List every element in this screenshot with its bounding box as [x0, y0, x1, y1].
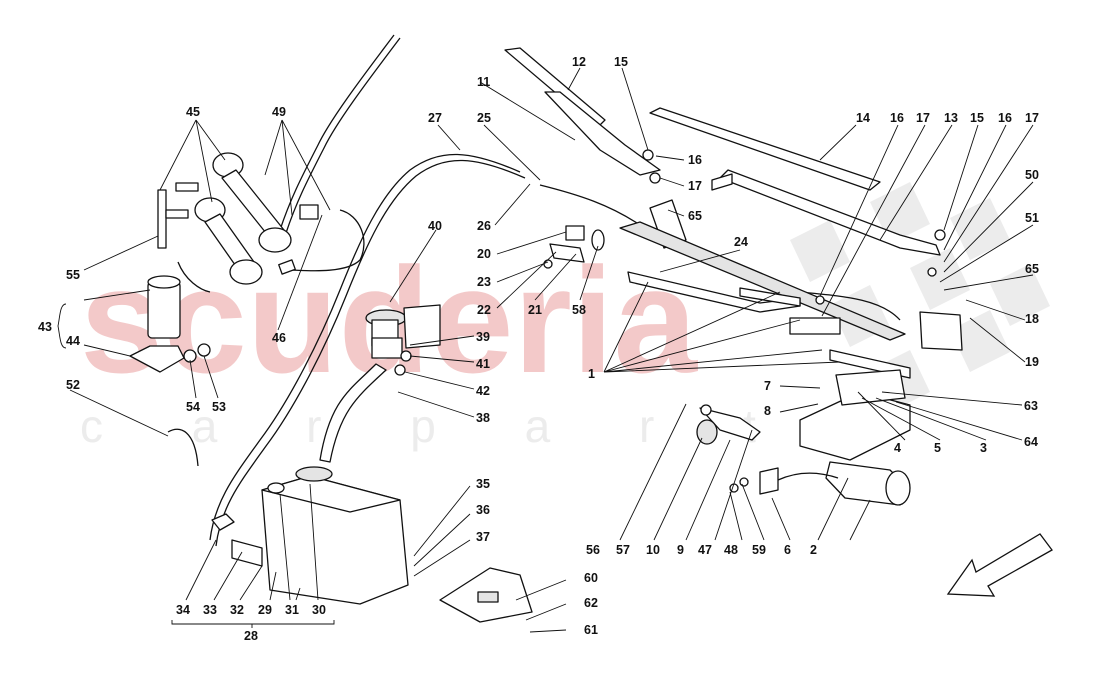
label-55: 55 [66, 268, 80, 282]
label-16c: 16 [998, 111, 1012, 125]
leader-lines [57, 67, 1034, 633]
label-30: 30 [312, 603, 326, 617]
label-15a: 15 [614, 55, 628, 69]
label-22: 22 [477, 303, 491, 317]
filler-neck [319, 304, 441, 463]
label-33: 33 [203, 603, 217, 617]
label-46: 46 [272, 331, 286, 345]
label-1: 1 [588, 367, 595, 381]
label-9: 9 [677, 543, 684, 557]
label-42: 42 [476, 384, 490, 398]
label-41: 41 [476, 357, 490, 371]
label-38: 38 [476, 411, 490, 425]
label-48: 48 [724, 543, 738, 557]
part-number-labels: 45 49 55 43 44 54 53 52 46 27 40 39 41 4… [38, 55, 1039, 643]
label-59: 59 [752, 543, 766, 557]
label-25: 25 [477, 111, 491, 125]
label-65a: 65 [688, 209, 702, 223]
label-13: 13 [944, 111, 958, 125]
washer-filter-group [129, 275, 211, 467]
label-11: 11 [477, 75, 490, 89]
label-47: 47 [698, 543, 712, 557]
label-16a: 16 [688, 153, 702, 167]
label-64: 64 [1024, 435, 1038, 449]
label-7: 7 [764, 379, 771, 393]
label-17c: 17 [1025, 111, 1039, 125]
label-23: 23 [477, 275, 491, 289]
label-28: 28 [244, 629, 258, 643]
label-60: 60 [584, 571, 598, 585]
label-20: 20 [477, 247, 491, 261]
label-17a: 17 [688, 179, 702, 193]
label-53: 53 [212, 400, 226, 414]
label-27: 27 [428, 111, 442, 125]
label-19: 19 [1025, 355, 1039, 369]
label-34: 34 [176, 603, 190, 617]
label-8: 8 [764, 404, 771, 418]
label-26: 26 [477, 219, 491, 233]
label-6: 6 [784, 543, 791, 557]
label-50: 50 [1025, 168, 1039, 182]
label-21: 21 [528, 303, 542, 317]
label-24: 24 [734, 235, 748, 249]
label-4: 4 [894, 441, 901, 455]
label-37: 37 [476, 530, 490, 544]
washer-reservoir [211, 466, 409, 605]
label-62: 62 [584, 596, 598, 610]
label-16b: 16 [890, 111, 904, 125]
label-36: 36 [476, 503, 490, 517]
label-54: 54 [186, 400, 200, 414]
label-57: 57 [616, 543, 630, 557]
washer-pumps-group [157, 152, 319, 285]
label-43: 43 [38, 320, 52, 334]
direction-arrow [946, 533, 1053, 597]
label-45: 45 [186, 105, 200, 119]
label-12: 12 [572, 55, 586, 69]
watermark-subtext: c a r p a r t s [80, 400, 906, 452]
wiper-arms-and-blades [504, 47, 963, 379]
label-17b: 17 [916, 111, 930, 125]
label-52: 52 [66, 378, 80, 392]
label-35: 35 [476, 477, 490, 491]
label-32: 32 [230, 603, 244, 617]
label-49: 49 [272, 105, 286, 119]
label-39: 39 [476, 330, 490, 344]
label-58: 58 [572, 303, 586, 317]
label-2: 2 [810, 543, 817, 557]
label-44: 44 [66, 334, 80, 348]
washer-nozzle [543, 225, 605, 269]
label-10: 10 [646, 543, 660, 557]
label-51: 51 [1025, 211, 1039, 225]
label-63: 63 [1024, 399, 1038, 413]
label-31: 31 [285, 603, 299, 617]
label-29: 29 [258, 603, 272, 617]
label-14: 14 [856, 111, 870, 125]
label-5: 5 [934, 441, 941, 455]
wiper-motor [696, 369, 911, 506]
reservoir-bracket [439, 567, 533, 623]
label-18: 18 [1025, 312, 1039, 326]
label-3: 3 [980, 441, 987, 455]
label-15b: 15 [970, 111, 984, 125]
label-61: 61 [584, 623, 598, 637]
label-56: 56 [586, 543, 600, 557]
label-65b: 65 [1025, 262, 1039, 276]
label-40: 40 [428, 219, 442, 233]
